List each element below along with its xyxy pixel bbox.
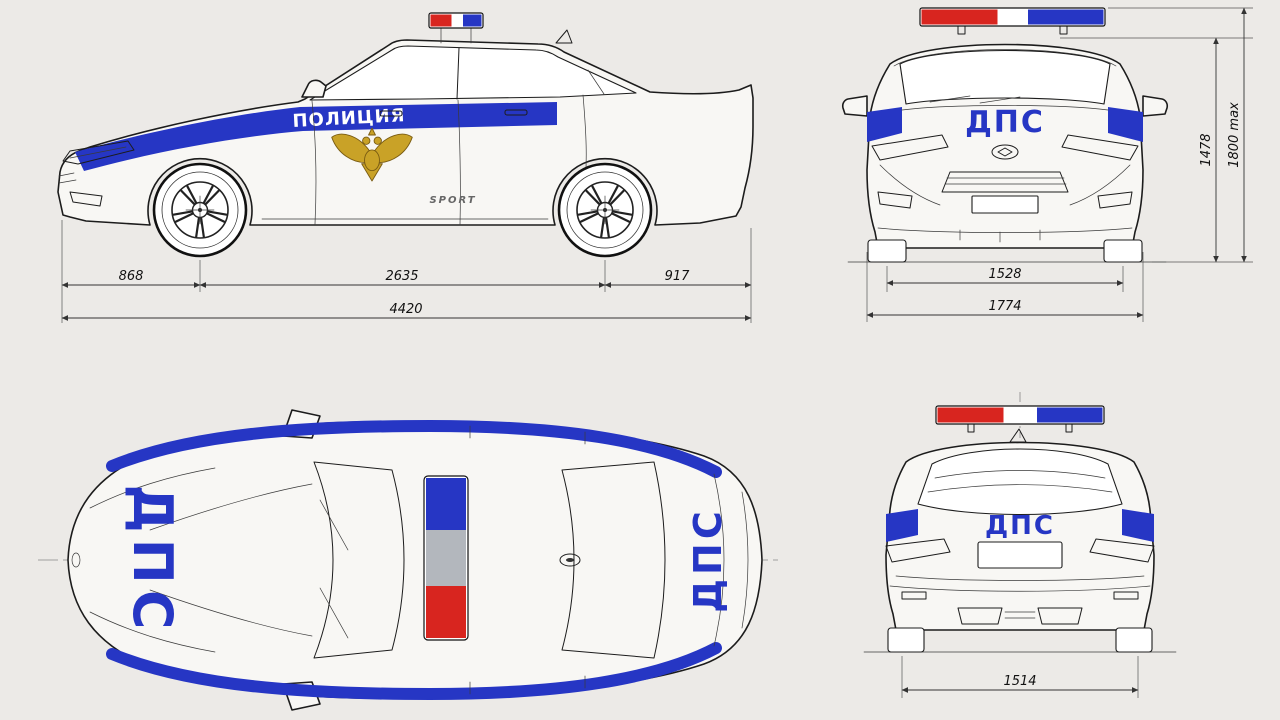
rear-stripe-right (1122, 509, 1154, 542)
lada-chevron-icon (997, 147, 1013, 157)
top-stripe-lower (106, 642, 722, 701)
front-right-headlight (1061, 134, 1139, 161)
dim-overall-length: 4420 (389, 302, 422, 317)
license-plate (971, 195, 1039, 214)
lightbar-gray-segment (426, 530, 466, 586)
door-shut-lines (469, 425, 586, 695)
lightbar-red-segment (426, 586, 466, 638)
left-mirror (841, 95, 868, 117)
roof-drip-line (893, 49, 1117, 67)
left-reflector (901, 591, 927, 600)
front-stripe-left (867, 107, 902, 142)
left-exhaust (957, 607, 1003, 625)
trunk-badge-icon (559, 553, 581, 567)
lightbar-blue-segment (1037, 407, 1103, 423)
rear-lightbar (935, 405, 1105, 433)
side-police-stripe (75, 102, 557, 171)
dim-height: 1478 (1199, 133, 1214, 166)
front-badge-icon (71, 552, 81, 568)
rear-license-plate (977, 541, 1063, 569)
lightbar-red-segment (937, 407, 1004, 423)
top-stripe-upper (106, 419, 722, 478)
rear-right-tire (1115, 627, 1153, 653)
right-taillight (1089, 538, 1155, 563)
lightbar-blue-segment (1028, 9, 1104, 25)
rear-view: ДПС 1514 (863, 392, 1177, 698)
front-detail-lines (89, 467, 313, 653)
dim-overall-width: 1774 (988, 299, 1021, 314)
side-glasshouse (309, 45, 637, 101)
hood-line (901, 105, 1109, 111)
rear-door-handle (504, 109, 528, 116)
windshield (899, 50, 1111, 105)
shark-fin-antenna-icon (1009, 428, 1027, 443)
rear-window (917, 448, 1123, 516)
wheel-center-marks (185, 195, 620, 225)
side-lightbar (428, 12, 484, 44)
diffuser-lines (1004, 611, 1036, 619)
bumper-crease (889, 585, 1151, 592)
trunk-bottom-line (895, 575, 1145, 581)
lightbar-red-segment (430, 14, 452, 27)
lower-grille (941, 171, 1069, 193)
bumper-lines (877, 227, 1133, 243)
dim-rear-track: 1514 (1003, 674, 1036, 689)
dim-rear-overhang: 917 (665, 269, 691, 284)
left-taillight (885, 538, 951, 563)
lightbar-blue-segment (463, 14, 482, 27)
front-stripe-right (1108, 107, 1143, 142)
side-view: ПОЛИЦИЯ SPORT 868 (57, 12, 754, 323)
headlight (62, 140, 135, 165)
fog-light (69, 191, 103, 207)
front-right-tire (1103, 239, 1143, 263)
top-view: ДПС ДПС (38, 409, 778, 711)
right-mirror (1142, 95, 1169, 117)
grille-slats (58, 172, 77, 184)
front-view: ДПС 1528 1774 1478 1800 max (841, 7, 1253, 322)
lightbar-blue-segment (426, 478, 466, 530)
top-lightbar (423, 475, 469, 641)
front-lightbar (919, 7, 1106, 35)
top-dps-right-label: ДПС (686, 507, 730, 613)
x-crease-lines (879, 164, 1131, 206)
front-dimensions: 1528 1774 1478 1800 max (866, 7, 1253, 322)
top-dps-left-label: ДПС (121, 485, 184, 636)
trunk-lines (713, 473, 749, 647)
b-pillar-line (456, 47, 460, 100)
rear-stripe-left (886, 509, 918, 542)
dim-wheelbase: 2635 (385, 269, 418, 284)
rear-dps-label: ДПС (985, 511, 1055, 541)
front-door-handle (379, 110, 403, 117)
rear-dimensions: 1514 (901, 656, 1139, 698)
windshield-edges (313, 461, 405, 659)
grille-slats (944, 177, 1067, 185)
wiper-lines (319, 499, 349, 639)
eagle-emblem-icon (331, 127, 413, 182)
quarter-window-line (587, 69, 605, 95)
dim-track-width: 1528 (988, 267, 1021, 282)
dim-front-overhang: 868 (119, 269, 144, 284)
right-exhaust (1037, 607, 1083, 625)
lada-badge-icon (991, 144, 1019, 160)
lightbar-red-segment (921, 9, 998, 25)
front-left-headlight (871, 134, 949, 161)
sport-badge-label: SPORT (429, 195, 476, 206)
front-dps-label: ДПС (965, 105, 1045, 140)
defroster-lines (927, 470, 1113, 493)
trunk-badge-dot (566, 558, 574, 562)
wipers (929, 95, 1021, 104)
side-mirror (301, 79, 327, 98)
antenna-fin-icon (555, 29, 573, 44)
side-dimensions: 868 2635 917 4420 (61, 220, 752, 323)
left-fog-light (877, 191, 913, 209)
right-reflector (1113, 591, 1139, 600)
dim-height-max: 1800 max (1227, 102, 1242, 168)
headlight-inner-line (69, 146, 127, 159)
right-fog-light (1097, 191, 1133, 209)
front-left-tire (867, 239, 907, 263)
rear-left-tire (887, 627, 925, 653)
